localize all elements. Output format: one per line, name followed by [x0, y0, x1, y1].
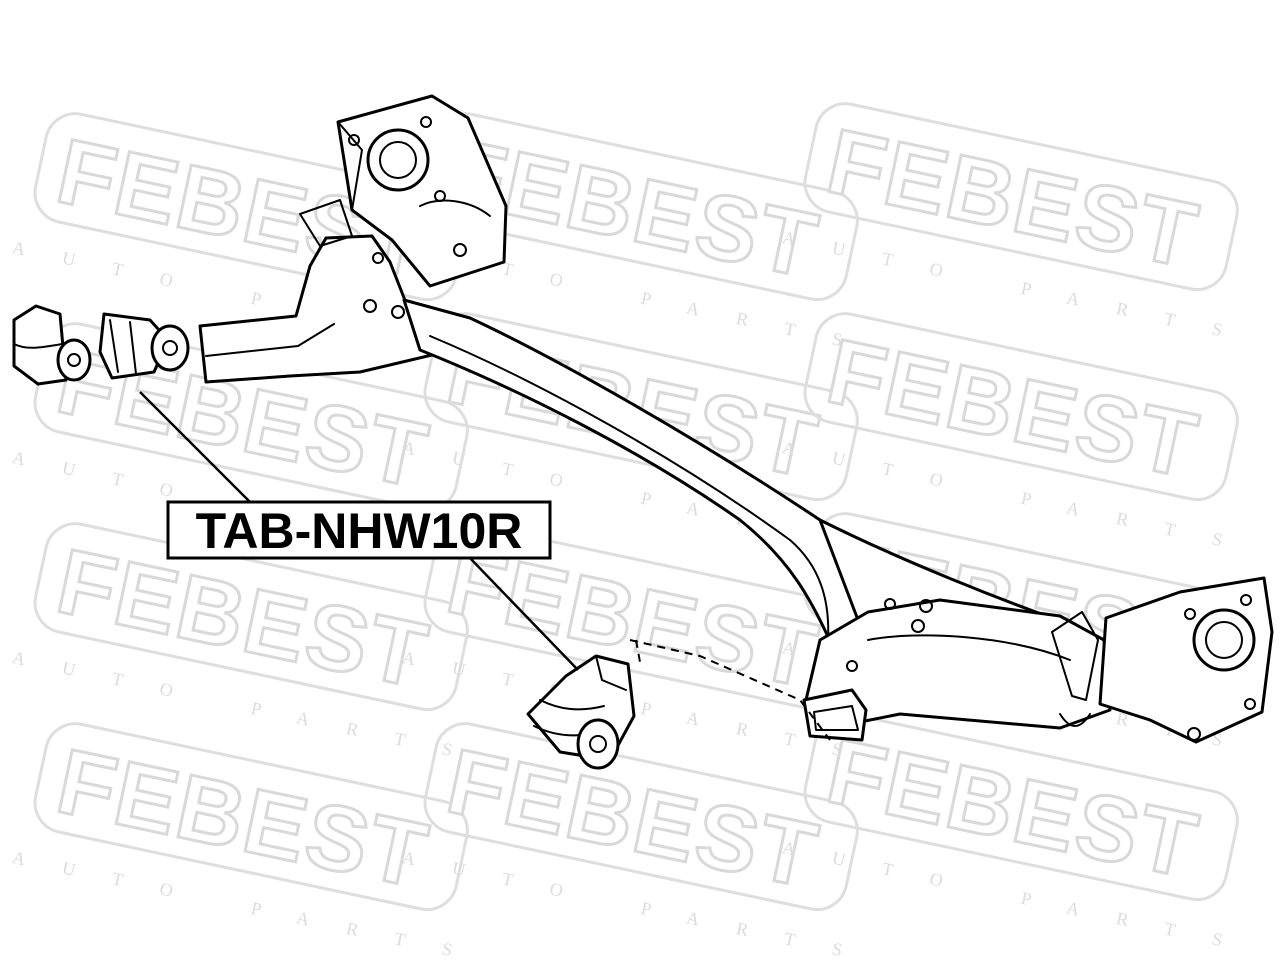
part-number-callout: TAB-NHW10R	[166, 500, 552, 560]
leader-line-right	[467, 555, 579, 671]
part-number-label: TAB-NHW10R	[196, 503, 523, 559]
bushing-left	[12, 304, 190, 386]
leader-line-left	[139, 391, 253, 505]
rear-axle-beam	[198, 94, 1274, 744]
bushing-right	[526, 654, 636, 770]
watermark-logo: FEBEST AUTO PARTS	[780, 102, 1261, 348]
